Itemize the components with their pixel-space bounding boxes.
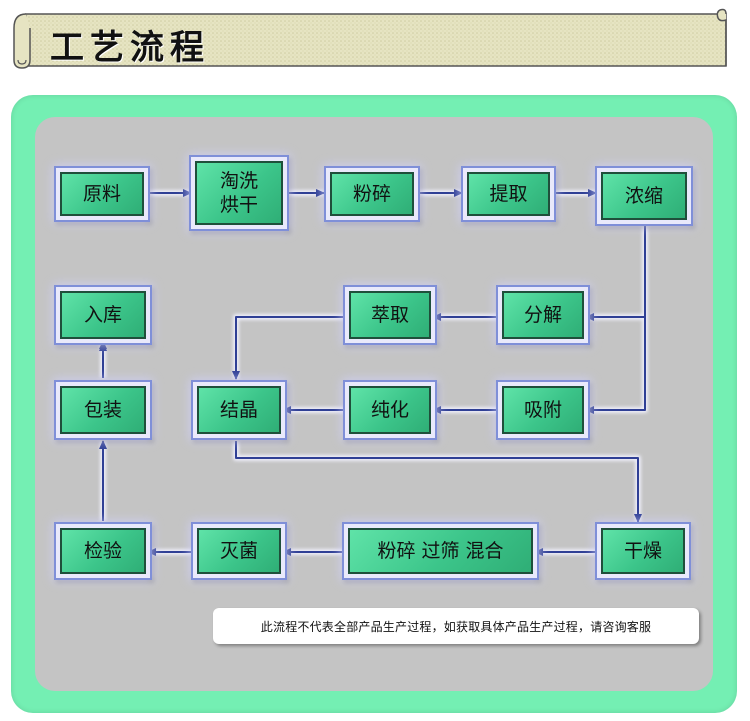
step-concentrate: 浓缩 — [601, 172, 687, 220]
scroll-banner-graphic — [13, 8, 727, 69]
step-adsorb: 吸附 — [502, 386, 584, 434]
disclaimer-note: 此流程不代表全部产品生产过程，如获取具体产品生产过程，请咨询客服 — [213, 608, 699, 644]
step-sterilize: 灭菌 — [197, 528, 281, 574]
step-crush: 粉碎 — [330, 172, 414, 216]
arrow-solvent-extract-to-crystallize — [232, 316, 348, 380]
arrow-concentrate-to-adsorb — [585, 317, 646, 414]
step-inspect: 检验 — [60, 528, 146, 574]
step-purify: 纯化 — [349, 386, 431, 434]
step-mill-sieve-mix: 粉碎 过筛 混合 — [348, 528, 533, 574]
page-title: 工艺流程 — [50, 28, 210, 68]
step-package: 包装 — [60, 386, 146, 434]
step-wash-dry: 淘洗 烘干 — [195, 161, 283, 225]
step-extract: 提取 — [467, 172, 550, 216]
arrow-crystallize-to-dry — [235, 441, 642, 523]
arrow-concentrate-to-decompose — [585, 226, 646, 321]
step-crystallize: 结晶 — [197, 386, 281, 434]
step-dry: 干燥 — [601, 528, 685, 574]
step-decompose: 分解 — [502, 291, 584, 339]
step-store: 入库 — [60, 291, 146, 339]
step-solvent-extract: 萃取 — [349, 291, 431, 339]
step-raw-material: 原料 — [60, 172, 144, 216]
header-banner: 工艺流程 — [12, 8, 734, 70]
